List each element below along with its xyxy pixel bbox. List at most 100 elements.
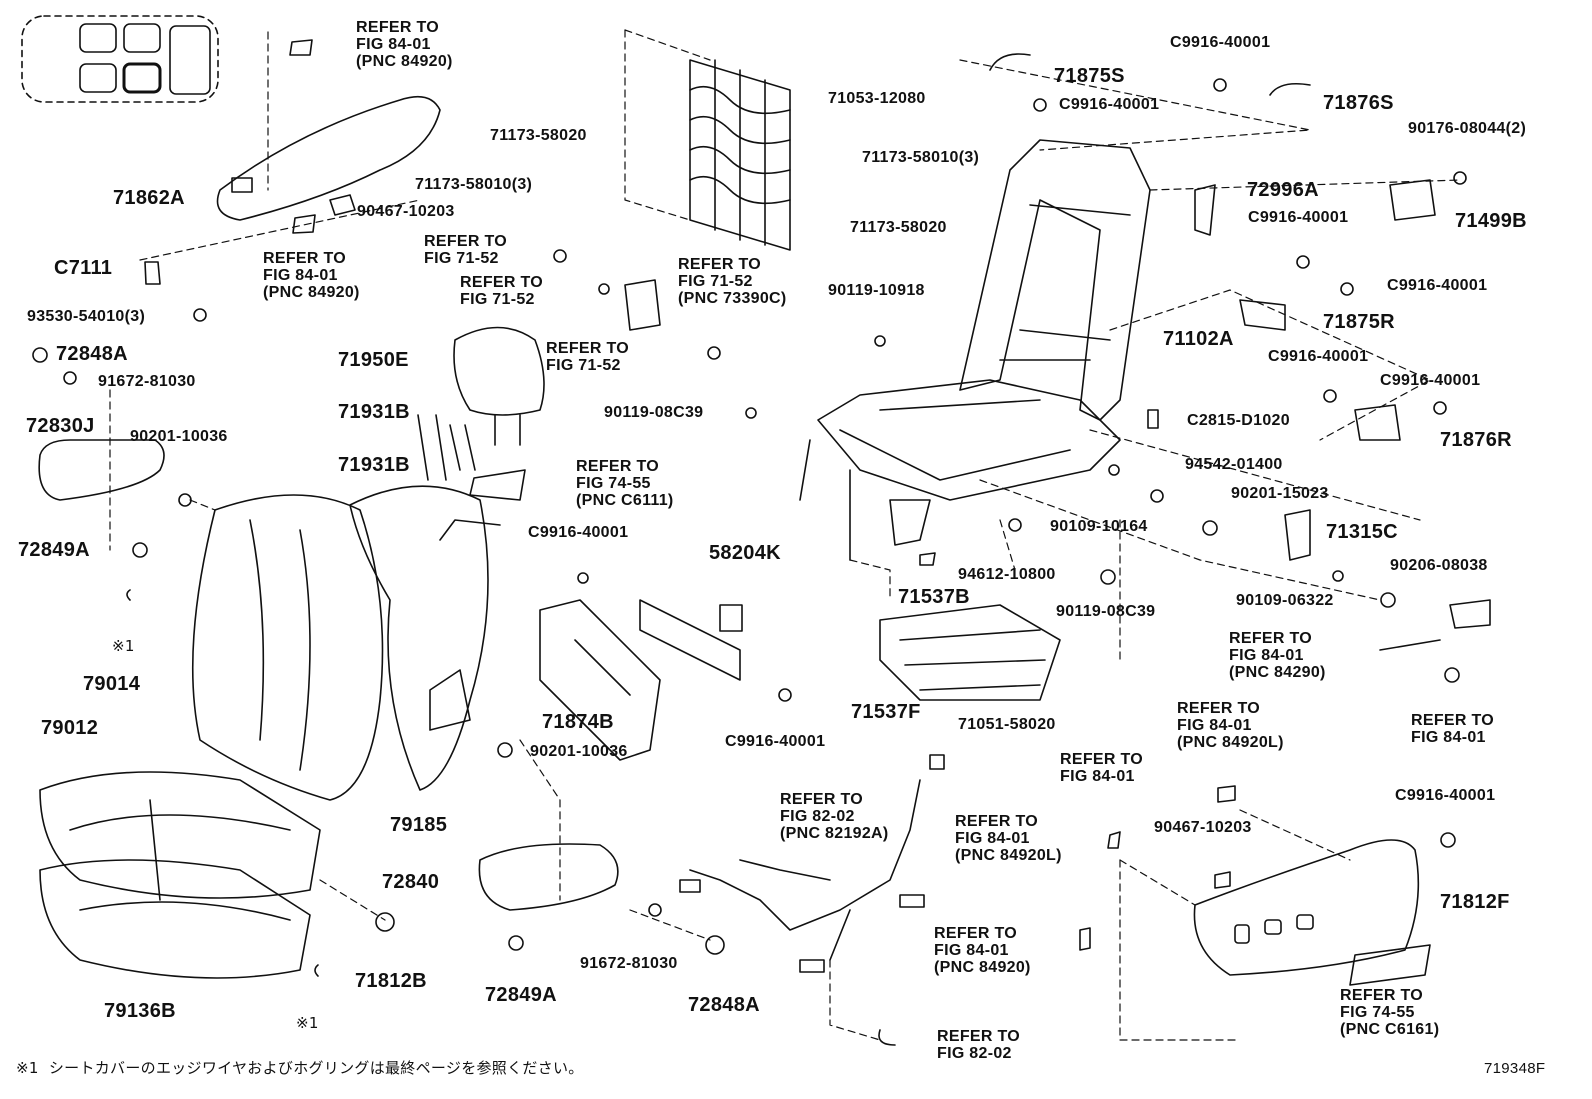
label-refer-fig-84-01-pnc-84920: REFER TO FIG 84-01 (PNC 84920) — [356, 19, 453, 70]
label-refer-fig-74-55-pnc-c6161: REFER TO FIG 74-55 (PNC C6161) — [1340, 987, 1440, 1038]
label-79012: 79012 — [41, 717, 99, 739]
label-79136b: 79136B — [104, 1000, 176, 1022]
label-c9916-40001: C9916-40001 — [1248, 209, 1349, 226]
label-71876r: 71876R — [1440, 429, 1512, 451]
footnote-mark: ※1 — [112, 637, 135, 655]
label-refer-fig-84-01-pnc-84920: REFER TO FIG 84-01 (PNC 84920) — [263, 250, 360, 301]
footnote-mark: ※1 — [296, 1014, 319, 1032]
label-71173-58010: 71173-58010(3) — [862, 149, 980, 166]
label-c9916-40001: C9916-40001 — [528, 524, 629, 541]
wire-harness — [679, 754, 945, 973]
label-71053-12080: 71053-12080 — [828, 90, 926, 107]
label-90109-10164: 90109-10164 — [1050, 518, 1148, 535]
label-79185: 79185 — [390, 814, 448, 836]
label-c9916-40001: C9916-40001 — [1170, 34, 1271, 51]
label-79014: 79014 — [83, 673, 141, 695]
label-71537b: 71537B — [898, 586, 970, 608]
label-c9916-40001: C9916-40001 — [1387, 277, 1488, 294]
label-93530-54010: 93530-54010(3) — [27, 308, 146, 325]
label-71812b: 71812B — [355, 970, 427, 992]
figure-number: 719348F — [1484, 1060, 1546, 1077]
label-90109-06322: 90109-06322 — [1236, 592, 1334, 609]
label-refer-fig-84-01-pnc-84920l: REFER TO FIG 84-01 (PNC 84920L) — [1177, 700, 1284, 751]
label-c9916-40001: C9916-40001 — [725, 733, 826, 750]
label-91672-81030: 91672-81030 — [580, 955, 678, 972]
label-c9916-40001: C9916-40001 — [1268, 348, 1369, 365]
label-90201-10036: 90201-10036 — [130, 428, 228, 445]
armrest-72830j — [38, 439, 165, 501]
label-refer-fig-84-01-pnc-84920: REFER TO FIG 84-01 (PNC 84920) — [934, 925, 1031, 976]
armrest-72840 — [478, 843, 619, 911]
leader-lines — [109, 29, 1461, 1041]
label-72848a: 72848A — [56, 343, 128, 365]
label-72996a: 72996A — [1247, 179, 1319, 201]
label-refer-fig-84-01: REFER TO FIG 84-01 — [1411, 712, 1495, 746]
label-refer-fig-82-02-pnc-82192a: REFER TO FIG 82-02 (PNC 82192A) — [780, 791, 889, 842]
label-90467-10203: 90467-10203 — [1154, 819, 1252, 836]
seat-cushion-frame — [799, 379, 1121, 561]
label-71875r: 71875R — [1323, 311, 1395, 333]
label-c7111: C7111 — [54, 257, 113, 279]
label-71812f: 71812F — [1440, 891, 1510, 913]
label-72840: 72840 — [382, 871, 440, 893]
label-90467-10203: 90467-10203 — [357, 203, 455, 220]
label-90201-15023: 90201-15023 — [1231, 485, 1329, 502]
seat-back-spring-mat — [689, 59, 791, 251]
label-c9916-40001: C9916-40001 — [1395, 787, 1496, 804]
label-90119-08c39: 90119-08C39 — [1056, 603, 1156, 620]
cushion-spring-mat — [879, 604, 1061, 701]
label-71051-58020: 71051-58020 — [958, 716, 1056, 733]
label-c9916-40001: C9916-40001 — [1059, 96, 1160, 113]
label-c2815-d1020: C2815-D1020 — [1187, 412, 1290, 429]
label-71876s: 71876S — [1323, 92, 1394, 114]
label-72849a: 72849A — [18, 539, 90, 561]
fasteners — [32, 78, 1467, 955]
label-71102a: 71102A — [1163, 328, 1234, 350]
label-90176-08044: 90176-08044(2) — [1408, 120, 1527, 137]
label-refer-fig-71-52-pnc-73390c: REFER TO FIG 71-52 (PNC 73390C) — [678, 256, 787, 307]
label-91672-81030: 91672-81030 — [98, 373, 196, 390]
label-71950e: 71950E — [338, 349, 409, 371]
label-71874b: 71874B — [542, 711, 614, 733]
label-refer-fig-71-52: REFER TO FIG 71-52 — [424, 233, 508, 267]
seat-cushion-pad — [39, 859, 311, 979]
headrest-supports — [417, 414, 476, 481]
label-94542-01400: 94542-01400 — [1185, 456, 1283, 473]
label-71537f: 71537F — [851, 701, 921, 723]
label-refer-fig-84-01-pnc-84920l: REFER TO FIG 84-01 (PNC 84920L) — [955, 813, 1062, 864]
switch-panel-inset — [21, 15, 219, 103]
label-refer-fig-74-55-pnc-c6111: REFER TO FIG 74-55 (PNC C6111) — [576, 458, 674, 509]
label-71173-58010: 71173-58010(3) — [415, 176, 533, 193]
label-72830j: 72830J — [26, 415, 95, 437]
footnote: ※1 シートカバーのエッジワイヤおよびホグリングは最終ページを参照ください。 — [16, 1059, 584, 1077]
label-refer-fig-71-52: REFER TO FIG 71-52 — [546, 340, 630, 374]
label-72849a: 72849A — [485, 984, 557, 1006]
side-shield-71862a — [216, 95, 441, 221]
label-71931b: 71931B — [338, 454, 410, 476]
label-refer-fig-84-01: REFER TO FIG 84-01 — [1060, 751, 1144, 785]
label-71315c: 71315C — [1326, 521, 1398, 543]
label-94612-10800: 94612-10800 — [958, 566, 1056, 583]
label-90119-10918: 90119-10918 — [828, 282, 925, 299]
seat-back-frame — [959, 139, 1151, 421]
bracket-58204k — [639, 599, 743, 681]
label-58204k: 58204K — [709, 542, 781, 564]
label-71862a: 71862A — [113, 187, 185, 209]
label-71931b: 71931B — [338, 401, 410, 423]
seat-back-board — [539, 599, 661, 761]
label-90201-10036: 90201-10036 — [530, 743, 628, 760]
label-refer-fig-84-01-pnc-84290: REFER TO FIG 84-01 (PNC 84290) — [1229, 630, 1326, 681]
label-90206-08038: 90206-08038 — [1390, 557, 1488, 574]
headrest — [453, 326, 545, 446]
label-72848a: 72848A — [688, 994, 760, 1016]
label-90119-08c39: 90119-08C39 — [604, 404, 704, 421]
label-c9916-40001: C9916-40001 — [1380, 372, 1481, 389]
label-refer-fig-82-02: REFER TO FIG 82-02 — [937, 1028, 1021, 1062]
misc-parts — [126, 39, 1491, 1046]
seat-cushion-cover — [39, 771, 321, 901]
label-refer-fig-71-52: REFER TO FIG 71-52 — [460, 274, 544, 308]
side-shield-71812f — [1193, 839, 1431, 986]
label-71499b: 71499B — [1455, 210, 1527, 232]
label-71173-58020: 71173-58020 — [850, 219, 947, 236]
